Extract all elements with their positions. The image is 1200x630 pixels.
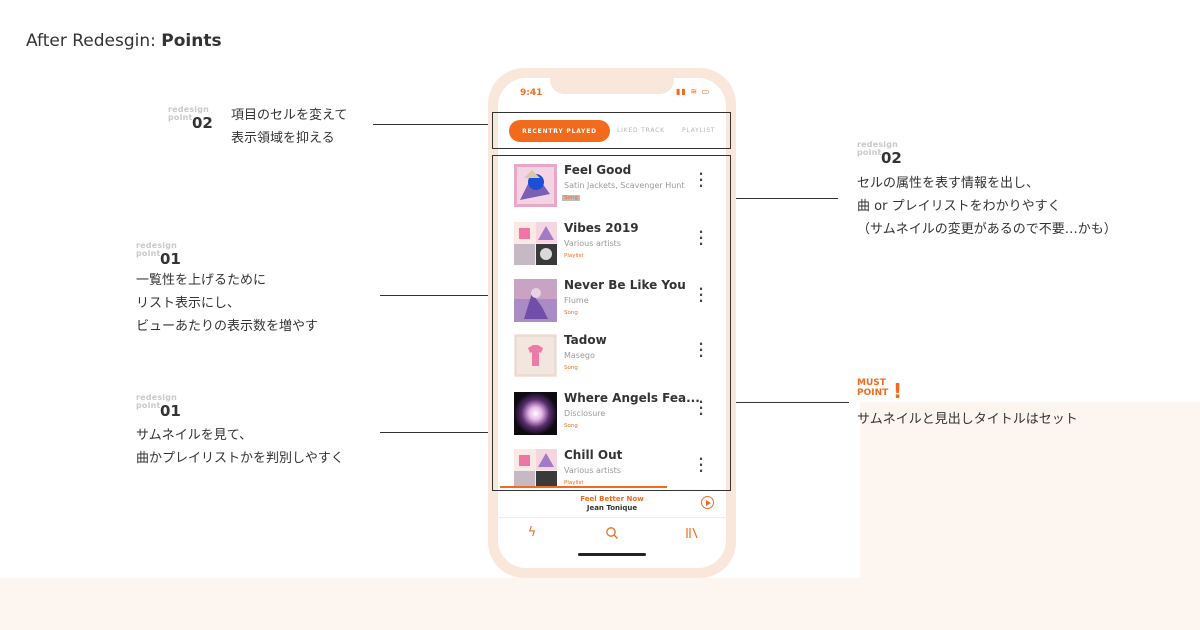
annotation-text: 項目のセルを変えて 表示領域を抑える (231, 108, 348, 146)
phone-notch (550, 78, 674, 94)
tabbar-divider (498, 517, 726, 518)
bolt-icon[interactable]: ϟ (527, 525, 537, 540)
redesign-point-badge: redesign point 02 (168, 105, 213, 133)
more-options-icon[interactable]: ··· (698, 337, 704, 363)
item-type-label: Song (564, 365, 578, 371)
redesign-point-badge: redesign point 01 (136, 393, 181, 421)
home-indicator (578, 553, 646, 556)
album-thumbnail (514, 334, 557, 377)
item-title: Vibes 2019 (564, 221, 639, 235)
wifi-icon: ≋ (690, 87, 699, 96)
redesign-point-badge: redesign point 02 (857, 140, 902, 168)
battery-icon: ▭ (701, 87, 711, 96)
item-subtitle: Disclosure (564, 409, 606, 418)
item-type-label: Playlist (564, 253, 584, 259)
playlist-thumbnail (514, 222, 557, 265)
more-options-icon[interactable]: ··· (698, 452, 704, 478)
exclamation-icon: ! (893, 379, 903, 403)
more-options-icon[interactable]: ··· (698, 167, 704, 193)
item-subtitle: Satin Jackets, Scavenger Hunt (564, 181, 685, 190)
status-time: 9:41 (520, 88, 543, 98)
list-item[interactable]: Chill Out Various artists Playlist ··· (505, 448, 723, 488)
tab-recently-played[interactable]: RECENTRY PLAYED (509, 120, 610, 142)
list-item[interactable]: Where Angels Fea... Disclosure Song ··· (505, 391, 723, 448)
library-icon[interactable] (684, 526, 700, 540)
signal-icon: ▮▮ (676, 87, 687, 96)
callout-line (729, 402, 849, 403)
playlist-thumbnail (514, 449, 557, 488)
more-options-icon[interactable]: ··· (698, 282, 704, 308)
item-type-label: Song (564, 310, 578, 316)
list-item[interactable]: Feel Good Satin Jackets, Scavenger Hunt … (505, 163, 723, 220)
item-subtitle: Various artists (564, 466, 621, 475)
album-thumbnail (514, 279, 557, 322)
must-point-badge: MUST POINT (857, 378, 889, 398)
more-options-icon[interactable]: ··· (698, 395, 704, 421)
playback-progress-bar[interactable] (500, 486, 667, 488)
item-subtitle: Masego (564, 351, 595, 360)
item-title: Never Be Like You (564, 278, 686, 292)
item-type-label: Playlist (564, 480, 584, 486)
tab-liked-track[interactable]: LIKED TRACK (617, 127, 665, 134)
annotation-text: 一覧性を上げるために リスト表示にし、 ビューあたりの表示数を増やす (136, 273, 319, 334)
status-icons: ▮▮ ≋ ▭ (676, 87, 710, 96)
album-thumbnail (514, 164, 557, 207)
callout-line (380, 432, 493, 433)
annotation-text: セルの属性を表す情報を出し、 曲 or プレイリストをわかりやすく （サムネイル… (857, 176, 1117, 237)
tab-playlist[interactable]: PLAYLIST (682, 127, 716, 134)
item-title: Where Angels Fea... (564, 391, 700, 405)
annotation-text: サムネイルと見出しタイトルはセット (857, 412, 1078, 427)
background-band-bottom (0, 578, 1200, 630)
list-item[interactable]: Never Be Like You Flume Song ··· (505, 278, 723, 335)
item-subtitle: Various artists (564, 239, 621, 248)
now-playing-title[interactable]: Feel Better Now (580, 495, 644, 503)
item-title: Chill Out (564, 448, 623, 462)
album-thumbnail (514, 392, 557, 435)
now-playing-artist: Jean Tonique (586, 504, 638, 512)
item-type-label: Song (562, 195, 580, 201)
page-title: After Redesgin: Points (26, 31, 222, 51)
item-subtitle: Flume (564, 296, 589, 305)
highlight-frame-tabs (492, 112, 731, 149)
search-icon[interactable] (604, 526, 620, 540)
annotation-text: サムネイルを見て、 曲かプレイリストかを判別しやすく (136, 428, 344, 466)
play-button[interactable] (701, 496, 714, 509)
tab-bar: RECENTRY PLAYED LIKED TRACK PLAYLIST (509, 120, 719, 142)
list-item[interactable]: Tadow Masego Song ··· (505, 333, 723, 390)
item-title: Feel Good (564, 163, 632, 177)
more-options-icon[interactable]: ··· (698, 225, 704, 251)
highlight-frame-list (492, 155, 731, 491)
background-band-right (860, 402, 1200, 578)
redesign-point-badge: redesign point 01 (136, 241, 181, 269)
callout-line (380, 295, 493, 296)
callout-line (373, 124, 493, 125)
list-item[interactable]: Vibes 2019 Various artists Playlist ··· (505, 221, 723, 278)
item-type-label: Song (564, 423, 578, 429)
item-title: Tadow (564, 333, 607, 347)
